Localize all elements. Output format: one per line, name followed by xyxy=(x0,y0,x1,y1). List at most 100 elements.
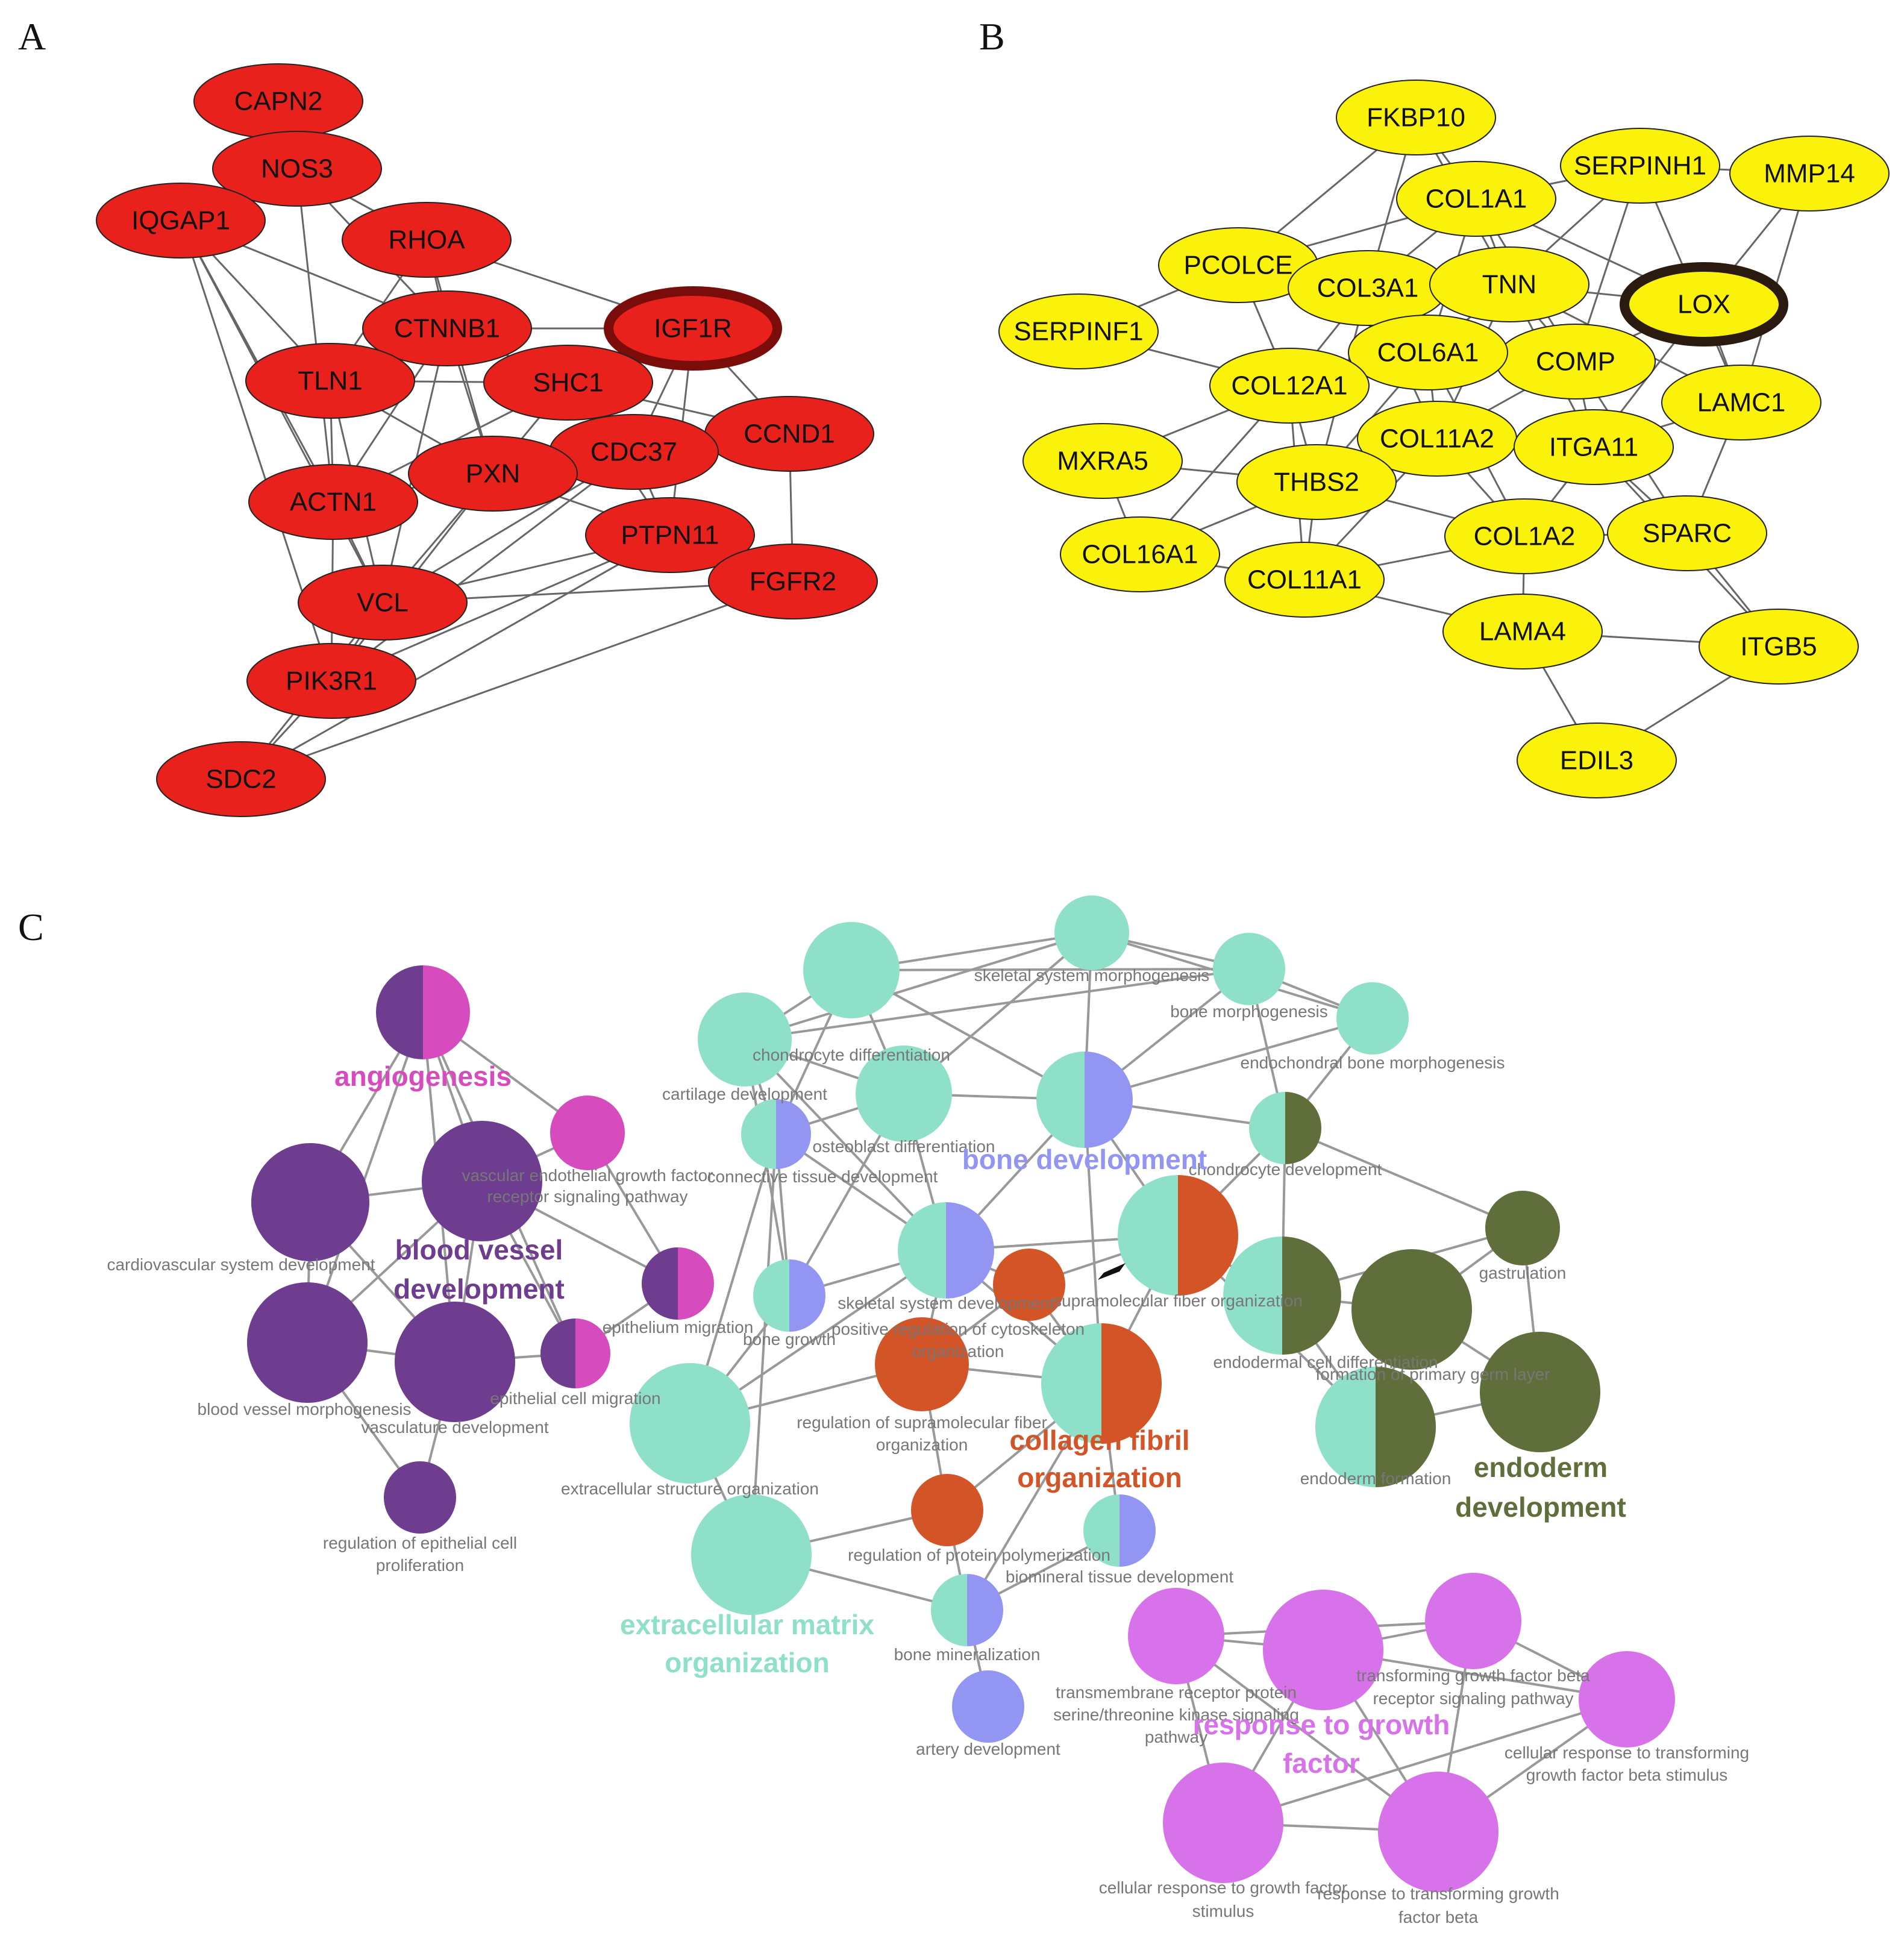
term-label: cellular response to transforming xyxy=(1505,1743,1749,1762)
term-node-left-half xyxy=(1249,1092,1285,1164)
highlighted-node-ellipse xyxy=(1620,262,1788,346)
node-label: THBS2 xyxy=(1274,468,1359,497)
term-label: supramolecular fiber organization xyxy=(1053,1291,1303,1310)
cluster-label-bone-development: bone development xyxy=(962,1144,1207,1175)
network-b-node-col1a2: COL1A2 xyxy=(1444,498,1605,574)
node-label: TNN xyxy=(1482,270,1536,299)
node-ellipse xyxy=(1729,136,1890,212)
network-a-edge xyxy=(296,168,334,503)
highlighted-node-ellipse xyxy=(604,286,782,371)
cluster-label-line2: organization xyxy=(1017,1462,1182,1493)
node-ellipse xyxy=(246,643,416,719)
network-c-edge xyxy=(1084,1017,1373,1101)
term-label: response to transforming growth xyxy=(1317,1884,1559,1903)
term-node xyxy=(384,1461,456,1534)
network-a-node-actn1: ACTN1 xyxy=(248,464,418,540)
node-label: IGF1R xyxy=(654,314,732,343)
term-node-left-half xyxy=(931,1574,967,1646)
term-node-left-half xyxy=(898,1202,946,1299)
term-label: bone mineralization xyxy=(894,1645,1041,1664)
term-node-circle xyxy=(1128,1588,1224,1684)
term-label: artery development xyxy=(916,1740,1060,1758)
term-node-right-half xyxy=(575,1318,610,1388)
term-node-circle xyxy=(550,1096,625,1170)
term-node xyxy=(1054,895,1129,970)
term-node xyxy=(698,992,792,1086)
cluster-label-line1: endoderm xyxy=(1474,1452,1608,1483)
term-node-right-half xyxy=(1285,1092,1321,1164)
node-label: VCL xyxy=(357,588,409,618)
node-label: COL11A1 xyxy=(1247,565,1362,595)
term-label: formation of primary germ layer xyxy=(1315,1365,1550,1384)
term-label: transforming growth factor beta xyxy=(1356,1666,1590,1685)
network-b-node-edil3: EDIL3 xyxy=(1517,723,1677,798)
term-node xyxy=(1425,1573,1521,1669)
node-ellipse xyxy=(342,202,512,278)
term-label: cellular response to growth factor xyxy=(1099,1878,1347,1897)
node-label: PCOLCE xyxy=(1184,251,1293,280)
term-label: blood vessel morphogenesis xyxy=(198,1400,412,1419)
network-b-node-col6a1: COL6A1 xyxy=(1348,315,1508,390)
term-node-circle xyxy=(803,922,900,1018)
term-node-circle xyxy=(1485,1191,1560,1265)
node-ellipse xyxy=(212,131,382,207)
term-label: pathway xyxy=(1145,1728,1207,1746)
term-node-circle xyxy=(1425,1573,1521,1669)
term-node xyxy=(898,1202,994,1299)
term-node-right-half xyxy=(946,1202,994,1299)
network-a-node-ctnnb1: CTNNB1 xyxy=(362,290,532,366)
term-node xyxy=(753,1259,825,1332)
term-node-left-half xyxy=(642,1247,678,1320)
node-label: MMP14 xyxy=(1764,159,1855,189)
node-label: SDC2 xyxy=(205,765,276,794)
term-node-circle xyxy=(422,1121,542,1241)
node-ellipse xyxy=(245,343,415,419)
term-node xyxy=(1163,1763,1283,1883)
node-ellipse xyxy=(156,741,326,817)
term-node xyxy=(1223,1237,1341,1355)
node-label: PXN xyxy=(466,459,520,489)
cluster-label-line2: organization xyxy=(665,1647,829,1678)
term-label: skeletal system morphogenesis xyxy=(974,966,1210,985)
network-a-node-igf1r: IGF1R xyxy=(604,286,782,371)
network-c-edge xyxy=(1223,1698,1627,1824)
cluster-label-line1: response to growth xyxy=(1193,1709,1450,1740)
term-node xyxy=(1579,1651,1675,1748)
term-node-circle xyxy=(993,1249,1065,1321)
network-b-node-col1a1: COL1A1 xyxy=(1396,161,1556,237)
node-label: COMP xyxy=(1536,347,1615,377)
term-node xyxy=(803,922,900,1018)
term-node-left-half xyxy=(1083,1494,1120,1567)
term-node-right-half xyxy=(1282,1237,1341,1355)
node-label: CCND1 xyxy=(744,419,835,449)
term-node-circle xyxy=(1480,1332,1600,1452)
node-label: COL6A1 xyxy=(1377,338,1479,368)
network-b-node-lox: LOX xyxy=(1620,262,1788,346)
network-b-node-col11a1: COL11A1 xyxy=(1224,542,1385,618)
network-b-node-mxra5: MXRA5 xyxy=(1022,423,1183,499)
network-b-node-serpinh1: SERPINH1 xyxy=(1560,128,1720,204)
cluster-label-line1: angiogenesis xyxy=(334,1061,512,1092)
node-ellipse xyxy=(1699,609,1859,685)
term-node xyxy=(875,1317,969,1411)
term-label: endoderm formation xyxy=(1300,1469,1451,1488)
term-label: serine/threonine kinase signaling xyxy=(1053,1705,1299,1724)
network-c-edge xyxy=(750,1133,777,1555)
panel-letter-a: A xyxy=(18,15,46,58)
node-ellipse xyxy=(585,497,755,573)
term-node xyxy=(550,1096,625,1170)
network-c-edge xyxy=(851,968,1250,971)
network-a-node-pxn: PXN xyxy=(408,436,578,512)
term-node-circle xyxy=(1336,982,1409,1055)
term-label: connective tissue development xyxy=(707,1167,938,1186)
term-label: chondrocyte differentiation xyxy=(753,1045,950,1064)
term-node xyxy=(1249,1092,1321,1164)
term-node xyxy=(856,1045,952,1142)
term-label: regulation of protein polymerization xyxy=(848,1546,1110,1564)
term-node-right-half xyxy=(1120,1494,1156,1567)
